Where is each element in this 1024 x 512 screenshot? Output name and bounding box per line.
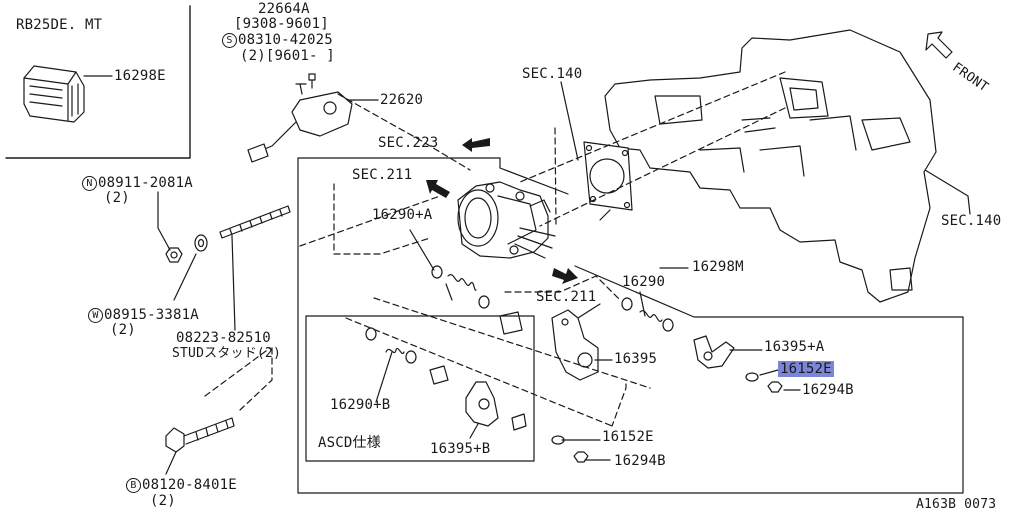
throttle-body-drawing — [457, 181, 556, 259]
b-circle-icon: B — [126, 478, 141, 493]
label-16290A: 16290+A — [372, 207, 433, 223]
label-w-qty: (2) — [110, 322, 136, 338]
arrow-sec223-icon — [462, 138, 490, 152]
label-16298E-top: 16298E — [114, 68, 166, 84]
label-ascd-option: ASCD仕様 — [318, 435, 381, 451]
label-22664A-range: [9308-9601] — [234, 16, 329, 32]
label-stud: 08223-82510 — [176, 330, 271, 346]
engine-note: RB25DE. MT — [16, 17, 103, 33]
label-16298M: 16298M — [692, 259, 744, 275]
direction-arrows — [426, 138, 578, 284]
screw-drawing — [308, 73, 316, 89]
label-n-qty: (2) — [104, 190, 130, 206]
label-16290B: 16290+B — [330, 397, 391, 413]
lever-16395-drawing — [551, 303, 601, 381]
label-sec223: SEC.223 — [378, 135, 439, 151]
label-16152E-highlighted[interactable]: 16152E — [778, 361, 834, 377]
spring-and-collar-parts — [431, 265, 674, 335]
label-22664A: 22664A — [258, 1, 310, 17]
label-16294B-lower: 16294B — [614, 453, 666, 469]
label-16395A: 16395+A — [764, 339, 825, 355]
label-stud-note: STUDスタッド(2) — [172, 346, 281, 361]
label-22620: 22620 — [380, 92, 424, 108]
assembly-outline — [297, 157, 964, 494]
diagram-code: A163B 0073 — [916, 497, 997, 512]
w-circle-icon: W — [88, 308, 103, 323]
gasket-drawing — [583, 141, 633, 211]
n-circle-icon: N — [82, 176, 97, 191]
label-16152E-lower: 16152E — [602, 429, 654, 445]
label-16290: 16290 — [622, 274, 666, 290]
label-b-qty: (2) — [150, 493, 176, 509]
bolt-drawing — [165, 417, 235, 453]
front-arrow-icon — [925, 31, 953, 59]
label-sec140-top: SEC.140 — [522, 66, 583, 82]
label-s-bolt-qty: (2)[9601- ] — [240, 48, 335, 64]
label-sec140-right: SEC.140 — [941, 213, 1002, 229]
bumper-part-drawing — [23, 65, 85, 123]
label-16395B: 16395+B — [430, 441, 491, 457]
arrow-sec211-lower-icon — [552, 268, 578, 284]
arrow-sec211-upper-icon — [426, 180, 450, 198]
s-circle-icon: S — [222, 33, 237, 48]
label-sec211-upper: SEC.211 — [352, 167, 413, 183]
sensor-drawing — [247, 83, 353, 163]
label-16395: 16395 — [614, 351, 658, 367]
label-sec211-lower: SEC.211 — [536, 289, 597, 305]
nut-washer-stud — [165, 205, 291, 263]
lever-16395A-drawing — [693, 335, 783, 393]
ascd-parts-drawing — [365, 327, 589, 463]
intake-manifold-drawing — [604, 29, 937, 303]
leader-lines — [83, 75, 971, 475]
dashed-guides — [204, 71, 786, 427]
label-16294B-right: 16294B — [802, 382, 854, 398]
inset-box — [5, 5, 191, 159]
